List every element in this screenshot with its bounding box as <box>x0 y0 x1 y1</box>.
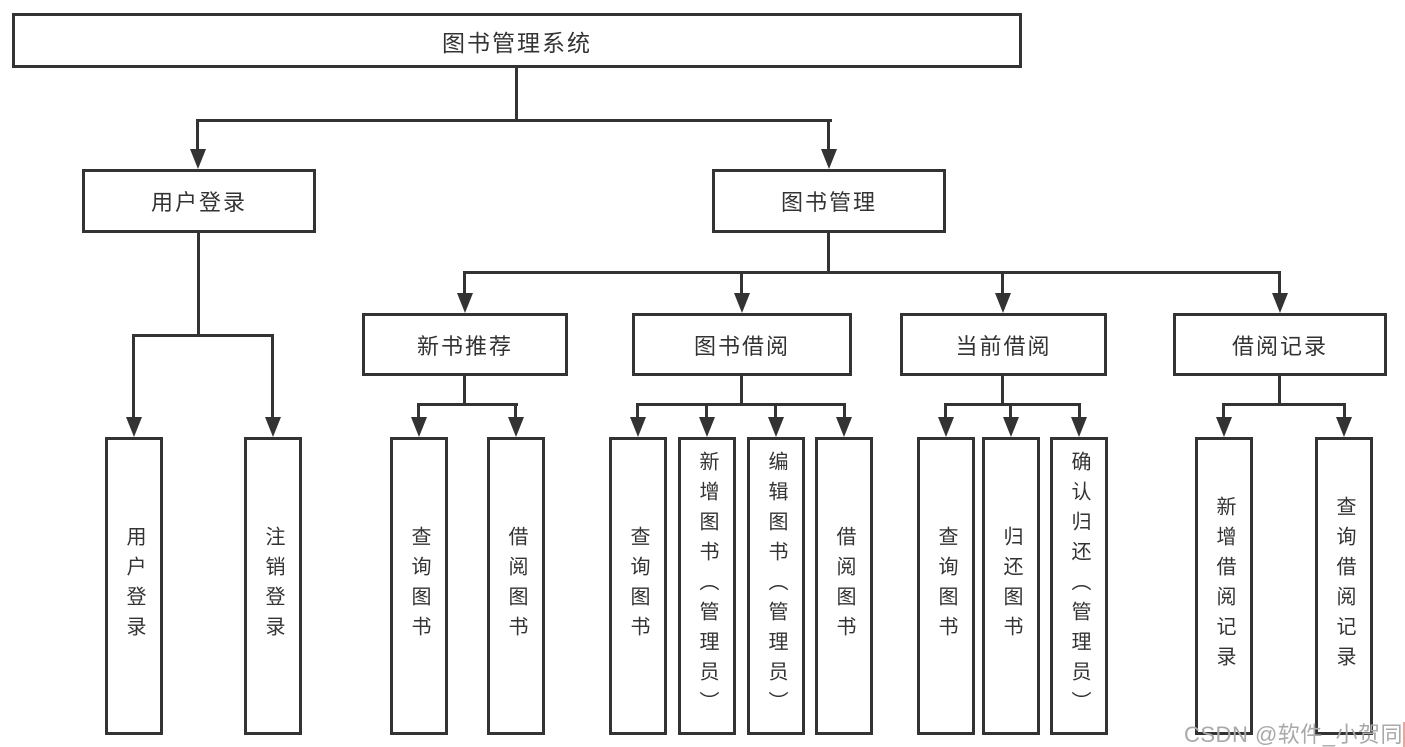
connector-line <box>514 403 517 419</box>
connector-line <box>1278 271 1281 295</box>
arrowhead-down <box>508 417 524 437</box>
arrowhead-down <box>630 417 646 437</box>
arrowhead-down <box>836 417 852 437</box>
leaf-logout: 注销登录 <box>244 437 302 735</box>
connector-line <box>417 403 518 406</box>
connector-line <box>196 119 199 151</box>
connector-line <box>944 403 1081 406</box>
connector-line <box>463 271 1281 274</box>
connector-line <box>774 403 777 419</box>
arrowhead-down <box>821 149 837 169</box>
arrowhead-down <box>734 293 750 313</box>
arrowhead-down <box>265 417 281 437</box>
leaf-borrow-borrow-books: 借阅图书 <box>815 437 873 735</box>
arrowhead-down <box>1272 293 1288 313</box>
leaf-records-query-record: 查询借阅记录 <box>1315 437 1373 735</box>
connector-line <box>1343 403 1346 419</box>
arrowhead-down <box>938 417 954 437</box>
leaf-newbooks-borrow-books: 借阅图书 <box>487 437 545 735</box>
arrowhead-down <box>1071 417 1087 437</box>
arrowhead-down <box>768 417 784 437</box>
leaf-borrow-add-books-admin: 新增图书（管理员） <box>678 437 736 735</box>
connector-line <box>271 334 274 419</box>
node-new-book-recommend: 新书推荐 <box>362 313 568 376</box>
arrowhead-down <box>126 417 142 437</box>
connector-line <box>417 403 420 419</box>
connector-line <box>636 403 846 406</box>
connector-line <box>636 403 639 419</box>
connector-line <box>827 119 830 151</box>
arrowhead-down <box>411 417 427 437</box>
connector-line <box>1009 403 1012 419</box>
connector-line <box>740 271 743 295</box>
arrowhead-down <box>699 417 715 437</box>
connector-line <box>1001 271 1004 295</box>
leaf-current-confirm-return-admin: 确认归还（管理员） <box>1050 437 1108 735</box>
leaf-current-return-books: 归还图书 <box>982 437 1040 735</box>
connector-line <box>132 334 135 419</box>
connector-line <box>132 334 274 337</box>
connector-line <box>944 403 947 419</box>
watermark-text: CSDN @软件_小贺同 <box>1184 722 1404 747</box>
node-borrowing-records: 借阅记录 <box>1173 313 1387 376</box>
connector-line <box>1278 376 1281 406</box>
connector-line <box>197 233 200 337</box>
arrowhead-down <box>1336 417 1352 437</box>
leaf-borrow-edit-books-admin: 编辑图书（管理员） <box>747 437 805 735</box>
node-current-borrowing: 当前借阅 <box>900 313 1107 376</box>
connector-line <box>1001 376 1004 406</box>
connector-line <box>1078 403 1081 419</box>
node-book-borrowing: 图书借阅 <box>632 313 852 376</box>
connector-line <box>515 68 518 119</box>
connector-line <box>463 376 466 406</box>
node-book-management: 图书管理 <box>712 169 946 233</box>
leaf-borrow-query-books: 查询图书 <box>609 437 667 735</box>
arrowhead-down <box>190 149 206 169</box>
arrowhead-down <box>457 293 473 313</box>
arrowhead-down <box>1003 417 1019 437</box>
arrowhead-down <box>995 293 1011 313</box>
node-user-login: 用户登录 <box>82 169 316 233</box>
connector-line <box>463 271 466 295</box>
connector-line <box>705 403 708 419</box>
leaf-current-query-books: 查询图书 <box>917 437 975 735</box>
leaf-records-add-record: 新增借阅记录 <box>1195 437 1253 735</box>
connector-line <box>196 119 832 122</box>
csdn-watermark: CSDN @软件_小贺同学 <box>1184 717 1405 747</box>
connector-line <box>843 403 846 419</box>
leaf-newbooks-query-books: 查询图书 <box>390 437 448 735</box>
node-library-management-system: 图书管理系统 <box>12 13 1022 68</box>
connector-line <box>1222 403 1346 406</box>
connector-line <box>740 376 743 406</box>
connector-line <box>1222 403 1225 419</box>
leaf-user-login: 用户登录 <box>105 437 163 735</box>
arrowhead-down <box>1216 417 1232 437</box>
connector-line <box>827 233 830 273</box>
